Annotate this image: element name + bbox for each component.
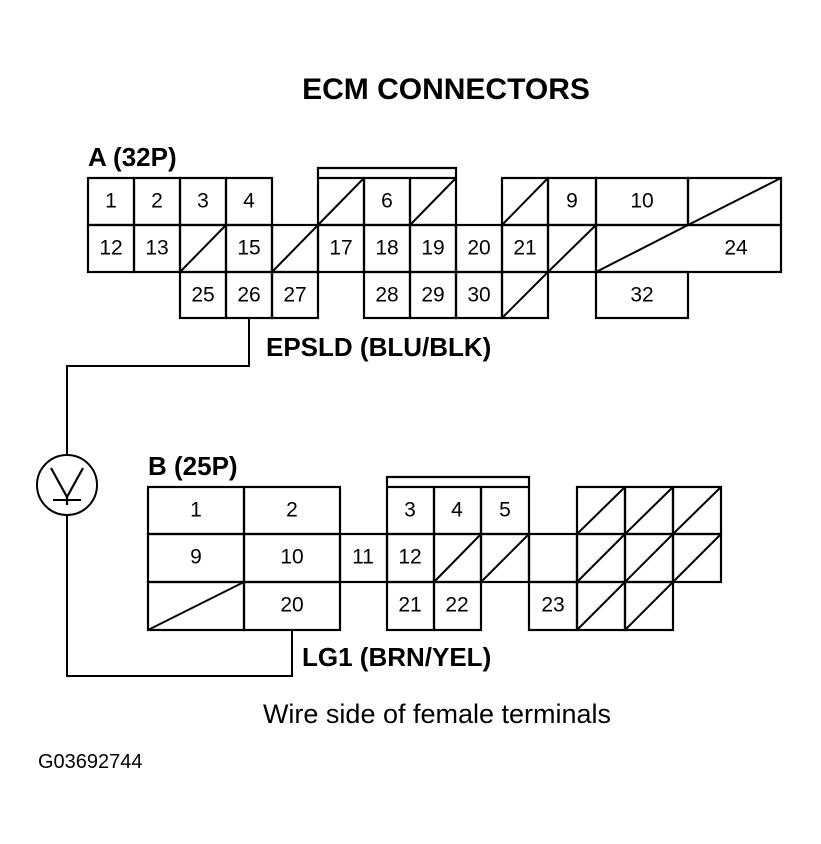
pin-a12: 12 — [99, 237, 122, 260]
pin-a9: 9 — [566, 190, 578, 213]
wire-a-label: EPSLD (BLU/BLK) — [266, 332, 491, 362]
pin-a32: 32 — [630, 284, 653, 307]
pin-a26: 26 — [237, 284, 260, 307]
pin-b23: 23 — [541, 594, 564, 617]
pin-b21: 21 — [398, 594, 421, 617]
pin-a3: 3 — [197, 190, 209, 213]
pin-b4: 4 — [451, 499, 463, 522]
pin-b22: 22 — [445, 594, 468, 617]
pin-a19: 19 — [421, 237, 444, 260]
pin-a2: 2 — [151, 190, 163, 213]
pin-b20: 20 — [280, 594, 303, 617]
pin-a18: 18 — [375, 237, 398, 260]
caption: Wire side of female terminals — [263, 699, 611, 729]
pin-b5: 5 — [499, 499, 511, 522]
pin-b9: 9 — [190, 546, 202, 569]
pin-a1: 1 — [105, 190, 117, 213]
pin-a4: 4 — [243, 190, 255, 213]
test-lead-a — [66, 318, 250, 455]
connector-a-lock-tab — [316, 166, 458, 178]
pin-a24: 24 — [724, 237, 748, 260]
pin-a28: 28 — [375, 284, 398, 307]
voltmeter-icon — [36, 454, 98, 516]
pin-b12: 12 — [398, 546, 421, 569]
pin-a30: 30 — [467, 284, 490, 307]
wire-b-label: LG1 (BRN/YEL) — [302, 642, 491, 672]
pin-a13: 13 — [145, 237, 168, 260]
test-wiring — [66, 318, 293, 677]
connector-b: 1 2 3 4 5 9 10 11 12 20 21 22 23 — [146, 475, 723, 632]
pin-a6: 6 — [381, 190, 393, 213]
pin-b3: 3 — [404, 499, 416, 522]
test-lead-b — [66, 514, 293, 677]
pin-a27: 27 — [283, 284, 306, 307]
connector-a: 1 2 3 4 6 9 10 12 13 15 17 18 19 20 21 2… — [86, 166, 783, 320]
pin-b11: 11 — [352, 546, 374, 569]
pin-a20: 20 — [467, 237, 490, 260]
pin-b2: 2 — [286, 499, 298, 522]
pin-a17: 17 — [329, 237, 352, 260]
pin-a21: 21 — [513, 237, 536, 260]
connector-b-label: B (25P) — [148, 451, 238, 481]
connector-b-lock-tab — [385, 475, 531, 487]
pin-a29: 29 — [421, 284, 444, 307]
diagram-title: ECM CONNECTORS — [302, 73, 590, 106]
pin-a25: 25 — [191, 284, 214, 307]
figure-id: G03692744 — [38, 751, 143, 773]
pin-b1: 1 — [190, 499, 202, 522]
pin-b10: 10 — [280, 546, 303, 569]
connector-a-label: A (32P) — [88, 142, 177, 172]
pin-a10: 10 — [630, 190, 653, 213]
pin-a15: 15 — [237, 237, 260, 260]
